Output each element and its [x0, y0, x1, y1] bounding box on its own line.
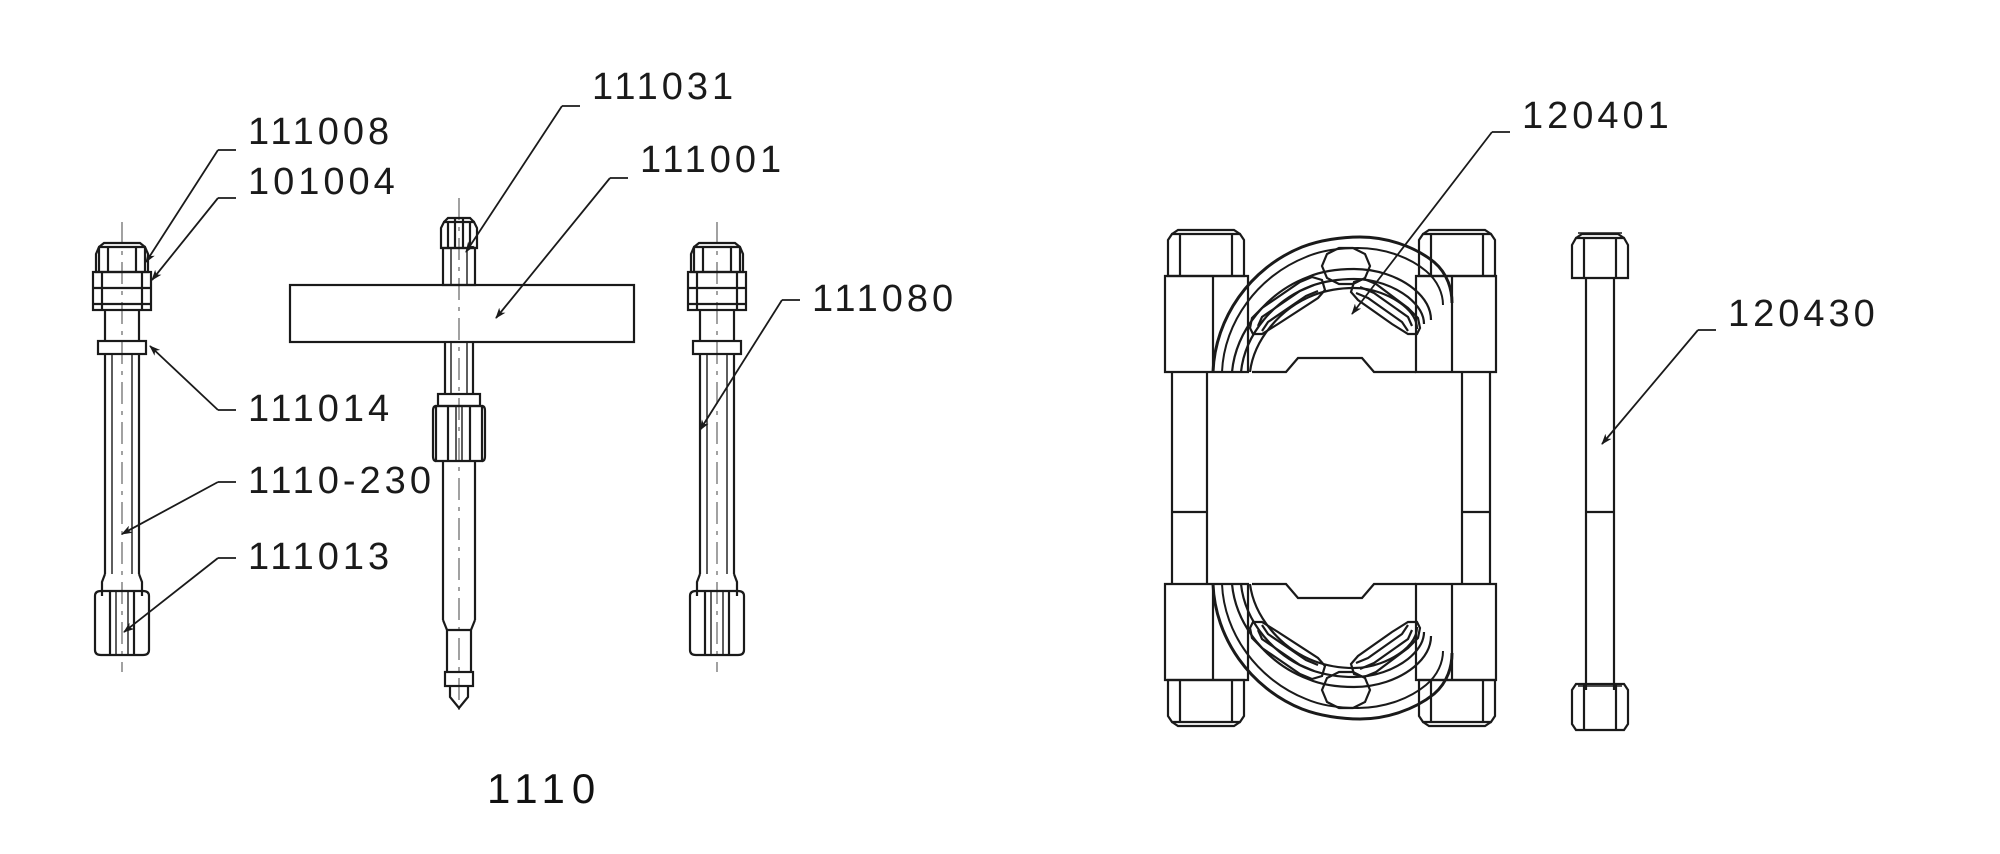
- part-label-111031: 111031: [592, 66, 738, 108]
- part-label-111013: 111013: [248, 536, 394, 578]
- part-label-111080: 111080: [812, 278, 958, 320]
- clamp-through-bolts: [1170, 372, 1492, 584]
- left-stud-assembly: [91, 222, 153, 672]
- part-label-111001: 111001: [640, 139, 786, 181]
- part-label-120401: 120401: [1522, 95, 1673, 137]
- assembly-caption: 1110: [487, 765, 603, 812]
- long-through-bolt: [1570, 232, 1630, 732]
- clamp-lower-half: [1163, 582, 1498, 728]
- part-label-111014: 111014: [248, 388, 394, 430]
- clamp-upper-half: [1163, 228, 1498, 374]
- center-screw-and-beam: [288, 198, 636, 710]
- leader-lines: [121, 105, 1716, 633]
- right-stud-assembly: [686, 222, 748, 672]
- part-label-101004: 101004: [248, 161, 399, 203]
- part-label-1110-230: 1110-230: [248, 460, 435, 502]
- part-label-120430: 120430: [1728, 293, 1879, 335]
- part-label-111008: 111008: [248, 111, 394, 153]
- split-clamp-assembly: [1163, 228, 1498, 728]
